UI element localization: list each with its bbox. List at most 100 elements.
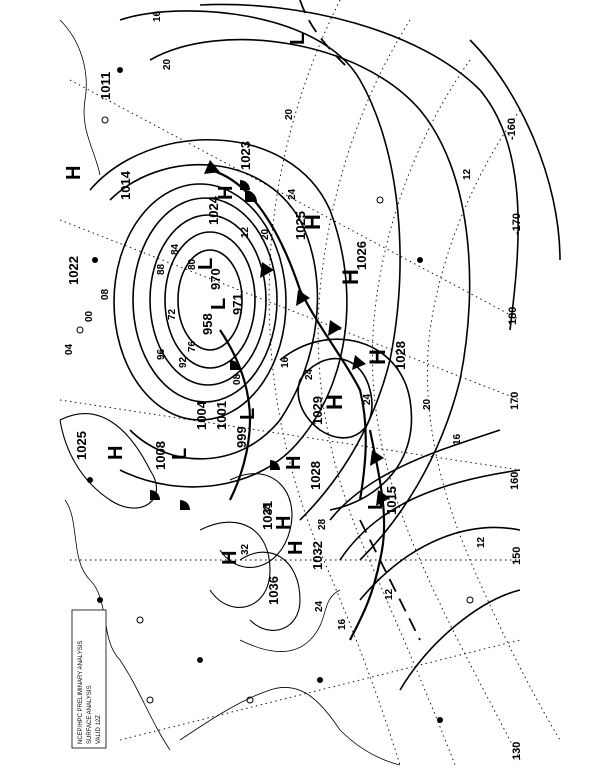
isobar-label: 16 — [152, 10, 163, 22]
station-observations — [76, 67, 474, 723]
isobar-label: 88 — [156, 263, 167, 275]
center-value: 1024 — [206, 195, 221, 225]
center-value: 999 — [234, 426, 249, 448]
map-caption: NCEP/HPC PRELIMINARY ANALYSIS SURFACE AN… — [71, 609, 107, 749]
center-value: 1011 — [98, 72, 113, 100]
center-value: 1025 — [74, 431, 89, 460]
longitude-label: 170 — [509, 392, 521, 410]
center-value: 1025 — [293, 211, 308, 240]
high-symbol: H — [283, 456, 305, 470]
center-value: 1031 — [260, 501, 275, 530]
center-value: 1022 — [66, 256, 81, 285]
isobar-label: 20 — [284, 108, 295, 120]
center-value: 1032 — [310, 541, 325, 570]
pressure-center-1022: 1022 H — [63, 166, 85, 285]
low-symbol: L — [195, 258, 217, 270]
pressure-center-1015: 1015 L — [365, 486, 399, 515]
isobar-label: 00 — [84, 310, 95, 322]
center-value: 1026 — [354, 241, 369, 270]
pressure-center-1036: 1036 H — [219, 551, 281, 605]
pressure-center-1028-east: 1028 H — [365, 341, 408, 370]
isobar-label: 08 — [100, 288, 111, 300]
longitude-label: 180 — [507, 307, 519, 325]
pressure-center-958: 958 L — [200, 298, 230, 335]
longitude-label: -170 — [511, 213, 523, 235]
high-symbol: H — [322, 394, 347, 410]
high-symbol: H — [219, 551, 241, 565]
longitude-labels: -160 -170 180 170 160 150 130 — [506, 118, 523, 760]
low-symbol: L — [237, 408, 259, 420]
isobar-label: 84 — [170, 243, 181, 255]
isobar-label: 16 — [280, 356, 291, 368]
pressure-center-1014: 1014 — [118, 170, 133, 200]
high-symbol: H — [63, 166, 85, 180]
pressure-center-999: 999 — [234, 426, 249, 448]
caption-line: NCEP/HPC PRELIMINARY ANALYSIS — [78, 641, 84, 744]
isobar-label: 24 — [304, 368, 315, 380]
isobar-label: 12 — [476, 536, 487, 548]
isobar-label: 80 — [187, 258, 198, 270]
fronts — [150, 0, 421, 641]
high-symbol: H — [365, 349, 390, 365]
low-symbol: L — [208, 298, 230, 310]
pressure-center-1001: 1001 L — [214, 401, 259, 430]
graticule — [59, 0, 561, 766]
pressure-center-1025-west: 1025 H — [74, 431, 127, 460]
isobar-label: 28 — [317, 518, 328, 530]
high-symbol: H — [105, 446, 127, 460]
center-value: 970 — [208, 268, 223, 290]
isobar-labels: 16 20 20 12 20 24 24 20 16 12 08 04 00 9… — [64, 10, 487, 630]
center-value: 958 — [200, 313, 215, 335]
high-symbol: H — [273, 516, 295, 530]
center-value: 1014 — [118, 170, 133, 200]
isobar-label: 16 — [337, 618, 348, 630]
longitude-label: -160 — [506, 118, 518, 140]
isobar-label: 96 — [156, 348, 167, 360]
center-value: 1008 — [153, 441, 168, 470]
pressure-center-1024: 1024 H — [206, 186, 237, 225]
isobar-label: 12 — [384, 588, 395, 600]
center-value: 1036 — [266, 576, 281, 605]
isobar-label: 20 — [260, 228, 271, 240]
low-symbol: L — [365, 498, 387, 510]
isobar-label: 92 — [178, 356, 189, 368]
pressure-center-1032: 1032 H — [285, 541, 325, 570]
isobar-label: 28 — [262, 503, 273, 515]
high-symbol: H — [215, 186, 237, 200]
low-symbol: L — [287, 33, 309, 45]
isobar-label: 32 — [240, 543, 251, 555]
center-value: 1028 — [308, 461, 323, 490]
isobar-label: 12 — [240, 226, 251, 238]
longitude-label: 130 — [511, 742, 523, 760]
pressure-center-1025: 1025 H — [293, 211, 325, 240]
pressure-center-1011: 1011 L — [98, 33, 309, 100]
high-symbol: H — [338, 269, 363, 285]
high-symbol: H — [300, 214, 325, 230]
center-value: 1015 — [384, 486, 399, 515]
pressure-center-1008: 1008 L — [153, 441, 191, 470]
longitude-label: 160 — [509, 472, 521, 490]
pressure-center-971: 971 — [230, 293, 245, 315]
isobar-label: 20 — [162, 58, 173, 70]
caption-line: VALID 12Z — [96, 715, 102, 744]
coastlines — [59, 19, 401, 766]
longitude-label: 150 — [511, 547, 523, 565]
pressure-center-1026: 1026 H — [338, 241, 369, 285]
pressure-center-1023: 1023 — [238, 141, 253, 170]
isobar-label: 16 — [452, 433, 463, 445]
center-value: 1023 — [238, 141, 253, 170]
pressure-center-970: 970 L — [195, 258, 223, 290]
center-value: 971 — [230, 293, 245, 315]
isobar-label: 04 — [64, 343, 75, 355]
pressure-center-1031: 1031 H — [260, 501, 295, 530]
isobar-label: 24 — [314, 600, 325, 612]
isobar-label: 76 — [187, 340, 198, 352]
pressure-center-1028-west: 1028 H — [283, 456, 323, 490]
pressure-center-1004: 1004 — [194, 400, 209, 430]
isobar-label: 24 — [287, 188, 298, 200]
isobar-label: 20 — [422, 398, 433, 410]
center-value: 1029 — [310, 396, 325, 425]
pressure-center-1029: 1029 H — [310, 394, 347, 425]
